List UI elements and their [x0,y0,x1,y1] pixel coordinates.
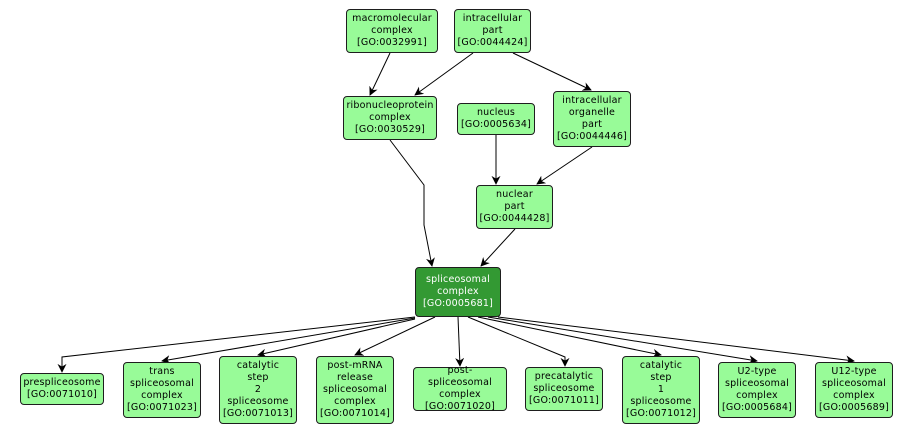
node-label: post-mRNA release spliceosomal complex [… [320,360,390,419]
node-u2-type-spliceosomal-complex[interactable]: U2-type spliceosomal complex [GO:0005684… [718,362,796,418]
node-ribonucleoprotein-complex[interactable]: ribonucleoprotein complex [GO:0030529] [343,96,437,140]
node-label: U2-type spliceosomal complex [GO:0005684… [722,366,792,413]
node-label: U12-type spliceosomal complex [GO:000568… [819,366,889,413]
node-intracellular-organelle-part[interactable]: intracellular organelle part [GO:0044446… [553,91,631,147]
node-catalytic-step-2-spliceosome[interactable]: catalytic step 2 spliceosome [GO:0071013… [219,356,297,424]
edge-GO0005681-to-GO0071014 [354,316,436,356]
node-label: post-spliceosomal complex [GO:0071020] [425,365,495,412]
node-label: catalytic step 2 spliceosome [GO:0071013… [223,360,293,419]
edge-GO0044446-to-GO0044428 [536,146,593,185]
node-nucleus[interactable]: nucleus [GO:0005634] [457,103,535,135]
node-trans-spliceosomal-complex[interactable]: trans spliceosomal complex [GO:0071023] [123,362,201,418]
node-catalytic-step-1-spliceosome[interactable]: catalytic step 1 spliceosome [GO:0071012… [622,356,700,424]
edge-GO0030529-to-GO0005681 [389,139,435,267]
edge-GO0005681-to-GO0071013 [257,318,416,358]
edge-GO0044424-to-GO0044446 [512,52,592,91]
node-prespliceosome[interactable]: prespliceosome [GO:0071010] [20,373,104,405]
node-label: intracellular organelle part [GO:0044446… [557,95,627,142]
edge-GO0005681-to-GO0071020 [455,316,465,367]
edge-GO0005681-to-GO0071010 [57,316,416,373]
node-post-spliceosomal-complex[interactable]: post-spliceosomal complex [GO:0071020] [413,365,507,412]
node-label: nucleus [GO:0005634] [461,107,531,130]
node-label: trans spliceosomal complex [GO:0071023] [127,366,197,413]
edge-GO0044424-to-GO0030529 [414,52,474,96]
node-label: catalytic step 1 spliceosome [GO:0071012… [626,360,696,419]
edge-GO0005681-to-GO0071023 [161,317,416,365]
node-post-mrna-release-spliceosomal-complex[interactable]: post-mRNA release spliceosomal complex [… [316,356,394,424]
edge-GO0005681-to-GO0005684 [487,316,758,365]
node-u12-type-spliceosomal-complex[interactable]: U12-type spliceosomal complex [GO:000568… [815,362,893,418]
edge-GO0032991-to-GO0030529 [369,52,391,96]
node-label: macromolecular complex [GO:0032991] [352,13,432,48]
edge-GO0005681-to-GO0071011 [467,316,570,367]
node-label: intracellular part [GO:0044424] [457,13,528,48]
node-label: ribonucleoprotein complex [GO:0030529] [346,100,434,135]
edge-GO0005681-to-GO0005689 [497,316,855,365]
node-precatalytic-spliceosome[interactable]: precatalytic spliceosome [GO:0071011] [525,367,603,411]
node-spliceosomal-complex-focus[interactable]: spliceosomal complex [GO:0005681] [415,267,501,317]
node-macromolecular-complex[interactable]: macromolecular complex [GO:0032991] [346,9,438,53]
node-intracellular-part[interactable]: intracellular part [GO:0044424] [454,9,531,53]
edge-GO0005681-to-GO0071012 [477,316,662,358]
edge-GO0044428-to-GO0005681 [480,228,516,267]
node-nuclear-part[interactable]: nuclear part [GO:0044428] [476,185,553,229]
node-label: precatalytic spliceosome [GO:0071011] [529,371,599,406]
node-label: prespliceosome [GO:0071010] [23,377,101,400]
node-label: spliceosomal complex [GO:0005681] [423,274,493,309]
node-label: nuclear part [GO:0044428] [479,189,550,224]
